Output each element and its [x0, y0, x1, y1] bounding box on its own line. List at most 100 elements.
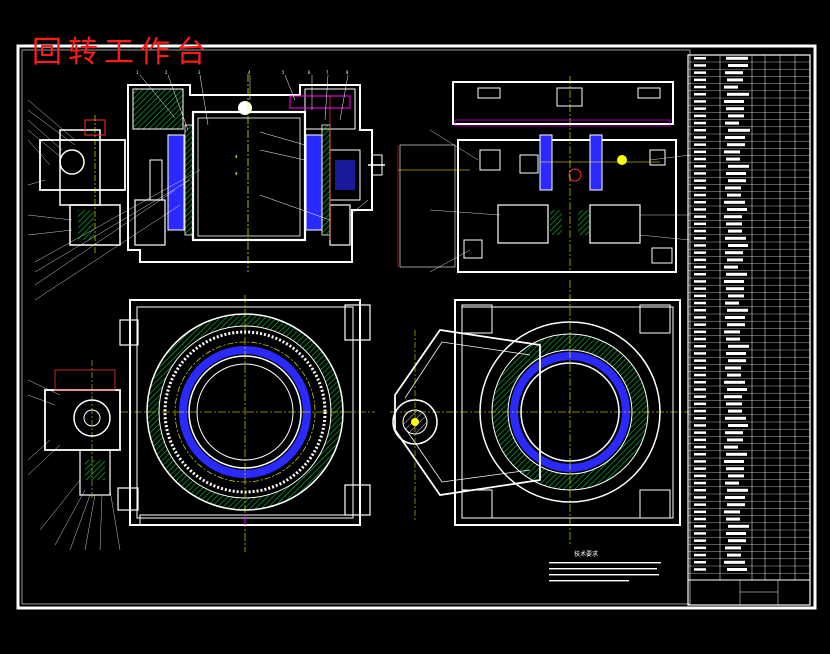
- svg-text:4: 4: [248, 70, 251, 75]
- parts-row-code: [694, 503, 706, 506]
- parts-row-text: [724, 460, 744, 463]
- parts-row-code: [694, 409, 706, 413]
- svg-text:8: 8: [346, 70, 349, 75]
- parts-row-code: [694, 345, 706, 348]
- parts-row-text: [724, 100, 744, 103]
- parts-row-code: [694, 251, 706, 254]
- parts-row-code: [694, 489, 706, 492]
- parts-row-text: [724, 395, 742, 399]
- parts-row-text: [725, 481, 739, 485]
- parts-row-text: [724, 510, 740, 514]
- svg-text:1: 1: [136, 70, 139, 75]
- parts-row-code: [694, 417, 706, 420]
- worm-box-top: [27, 99, 201, 301]
- parts-row-code: [694, 517, 706, 521]
- parts-row-code: [694, 193, 706, 197]
- parts-row-code: [694, 107, 706, 110]
- parts-row-code: [694, 165, 706, 168]
- parts-row-code: [694, 143, 706, 146]
- svg-text:5: 5: [282, 70, 285, 75]
- parts-row-code: [694, 453, 706, 456]
- parts-row-text: [724, 85, 738, 89]
- parts-row-text: [726, 222, 742, 226]
- parts-row-text: [724, 280, 744, 283]
- parts-row-code: [694, 57, 706, 60]
- parts-row-code: [694, 201, 706, 204]
- parts-row-code: [694, 373, 706, 377]
- parts-row-text: [726, 452, 747, 456]
- parts-row-code: [694, 294, 706, 298]
- parts-row-text: [728, 344, 749, 348]
- parts-row-text: [725, 431, 743, 435]
- parts-row-text: [725, 136, 745, 139]
- parts-row-text: [724, 215, 742, 219]
- technical-notes-title: 技术要求: [574, 551, 599, 558]
- parts-row-code: [694, 71, 706, 74]
- parts-row-text: [728, 244, 748, 247]
- parts-row-code: [694, 93, 706, 96]
- parts-row-code: [694, 280, 706, 283]
- parts-row-text: [728, 474, 744, 478]
- parts-row-text: [727, 258, 743, 262]
- parts-row-text: [727, 438, 743, 442]
- parts-row-code: [694, 114, 706, 118]
- parts-row-code: [694, 568, 706, 571]
- parts-row-code: [694, 366, 706, 370]
- parts-row-code: [694, 85, 706, 89]
- parts-row-text: [726, 467, 744, 471]
- drawing-title: 回转工作台: [32, 35, 212, 70]
- parts-row-code: [694, 237, 706, 240]
- parts-row-code: [694, 553, 706, 557]
- inner-frame: [21, 49, 691, 605]
- parts-row-text: [727, 143, 745, 147]
- plan-view-left: [117, 295, 375, 552]
- parts-row-code: [694, 78, 706, 82]
- parts-row-code: [694, 323, 706, 326]
- parts-row-code: [694, 445, 706, 449]
- parts-row-code: [694, 561, 706, 564]
- parts-row-code: [694, 546, 706, 550]
- parts-row-code: [694, 388, 706, 391]
- parts-row-text: [725, 546, 741, 550]
- parts-row-code: [694, 496, 706, 499]
- parts-row-code: [694, 179, 706, 182]
- parts-row-code: [694, 129, 706, 132]
- worm-box-bottom: [27, 360, 121, 551]
- parts-row-code: [694, 215, 706, 218]
- notes-lines: [549, 562, 661, 582]
- parts-row-text: [727, 553, 741, 557]
- parts-row-code: [694, 316, 706, 319]
- parts-row-text: [726, 352, 746, 355]
- parts-row-code: [694, 467, 706, 470]
- plan-view-right: [390, 280, 690, 545]
- svg-text:3: 3: [198, 70, 201, 75]
- parts-row-text: [725, 251, 743, 255]
- parts-row-text: [727, 92, 749, 96]
- parts-row-code: [694, 121, 706, 125]
- parts-row-code: [694, 265, 706, 269]
- parts-row-text: [726, 107, 744, 111]
- parts-row-text: [728, 424, 748, 427]
- parts-row-text: [728, 164, 749, 168]
- parts-row-code: [694, 64, 706, 67]
- parts-row-text: [728, 524, 749, 528]
- parts-row-text: [727, 323, 745, 327]
- parts-row-text: [724, 200, 745, 204]
- parts-row-text: [725, 316, 745, 319]
- parts-row-code: [694, 273, 706, 276]
- parts-row-code: [694, 359, 706, 362]
- parts-row-code: [694, 525, 706, 528]
- svg-text:7: 7: [326, 70, 329, 75]
- parts-list: [687, 54, 811, 606]
- parts-row-text: [727, 193, 741, 197]
- parts-row-text: [726, 402, 742, 406]
- parts-row-code: [694, 460, 706, 463]
- parts-row-text: [728, 294, 744, 298]
- svg-text:Φ: Φ: [235, 171, 238, 176]
- parts-row-text: [727, 388, 747, 391]
- svg-text:6: 6: [308, 70, 311, 75]
- parts-row-code: [694, 309, 706, 312]
- parts-row-text: [726, 272, 747, 276]
- parts-row-code: [694, 337, 706, 341]
